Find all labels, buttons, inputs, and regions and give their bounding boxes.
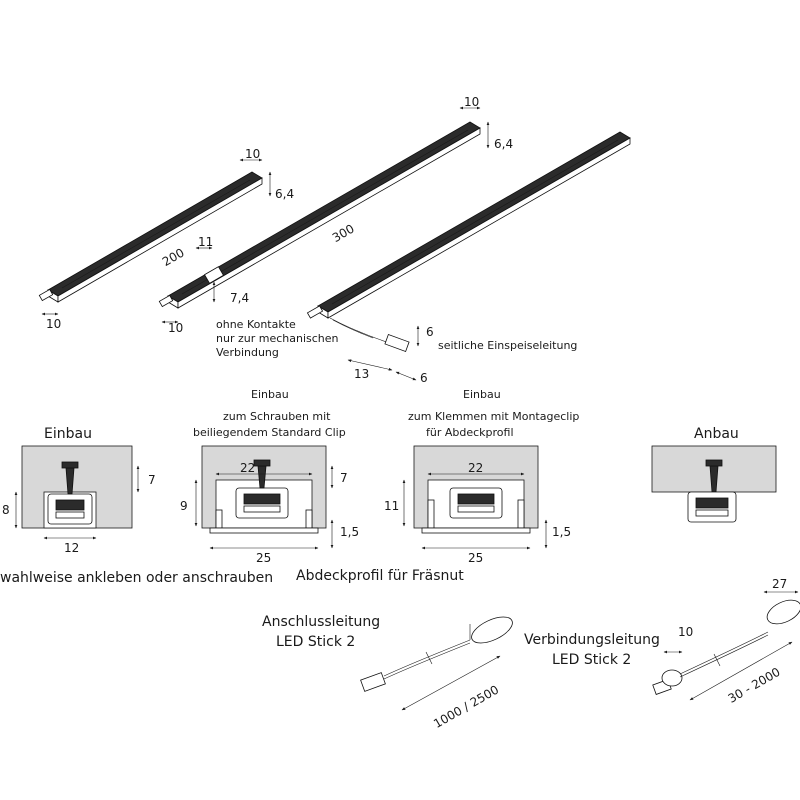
dim-width-top-b: 10 xyxy=(464,95,479,109)
schrauben-depth: 7 xyxy=(340,471,348,485)
note-no-contacts-2: nur zur mechanischen xyxy=(216,332,339,345)
einbau-height: 8 xyxy=(2,503,10,517)
anschluss-length: 1000 / 2500 xyxy=(431,682,501,730)
schrauben-title-1: Einbau xyxy=(251,388,289,401)
dim-height-top-a: 6,4 xyxy=(275,187,294,201)
dim-contact-height: 7,4 xyxy=(230,291,249,305)
dim-width-top-a: 10 xyxy=(245,147,260,161)
verbindung-title-1: Verbindungsleitung xyxy=(524,632,660,648)
schrauben-height: 9 xyxy=(180,499,188,513)
verbindung-end-width: 10 xyxy=(678,625,693,639)
dim-feed-width: 6 xyxy=(420,371,428,385)
strip-dimensions xyxy=(41,106,490,381)
schrauben-title-2: zum Schrauben mit xyxy=(223,410,331,423)
klemmen-title-3: für Abdeckprofil xyxy=(426,426,514,439)
abdeckprofil-label: Abdeckprofil für Fräsnut xyxy=(296,568,464,584)
verbindung-head-width: 27 xyxy=(772,577,787,591)
section-einbau-klemmen xyxy=(413,445,539,534)
note-no-contacts-3: Verbindung xyxy=(216,346,279,359)
anbau-title: Anbau xyxy=(694,426,739,442)
strip-feed xyxy=(306,131,631,352)
verbindung-length: 30 - 2000 xyxy=(726,665,783,706)
klemmen-lip: 1,5 xyxy=(552,525,571,539)
einbau-note: wahlweise ankleben oder anschrauben xyxy=(0,570,273,586)
verbindung-title-2: LED Stick 2 xyxy=(552,652,631,668)
cable-verbindung xyxy=(652,590,800,701)
einbau-title: Einbau xyxy=(44,426,92,442)
klemmen-outer-width: 25 xyxy=(468,551,483,565)
einbau-width: 12 xyxy=(64,541,79,555)
schrauben-inner-width: 22 xyxy=(240,461,255,475)
schrauben-title-3: beiliegendem Standard Clip xyxy=(193,426,346,439)
section-einbau-schrauben xyxy=(201,445,327,534)
einbau-depth: 7 xyxy=(148,473,156,487)
side-feed-label: seitliche Einspeiseleitung xyxy=(438,339,577,352)
dim-height-top-b: 6,4 xyxy=(494,137,513,151)
klemmen-height: 11 xyxy=(384,499,399,513)
klemmen-title-1: Einbau xyxy=(463,388,501,401)
dim-short-length: 200 xyxy=(160,245,187,269)
dim-contact-width: 11 xyxy=(198,235,213,249)
dim-long-length: 300 xyxy=(330,221,357,245)
note-no-contacts-1: ohne Kontakte xyxy=(216,318,296,331)
dim-width-bottom-a: 10 xyxy=(46,317,61,331)
schrauben-lip: 1,5 xyxy=(340,525,359,539)
dim-width-bottom-b: 10 xyxy=(168,321,183,335)
dim-feed-length: 13 xyxy=(354,367,369,381)
schrauben-outer-width: 25 xyxy=(256,551,271,565)
anschluss-title-1: Anschlussleitung xyxy=(262,614,380,630)
section-einbau xyxy=(21,445,133,529)
cable-anschluss xyxy=(360,616,513,711)
section-anbau xyxy=(651,445,777,523)
strip-long xyxy=(158,121,481,309)
strip-short xyxy=(38,171,263,303)
anschluss-title-2: LED Stick 2 xyxy=(276,634,355,650)
dim-feed-height: 6 xyxy=(426,325,434,339)
klemmen-inner-width: 22 xyxy=(468,461,483,475)
klemmen-title-2: zum Klemmen mit Montageclip xyxy=(408,410,579,423)
